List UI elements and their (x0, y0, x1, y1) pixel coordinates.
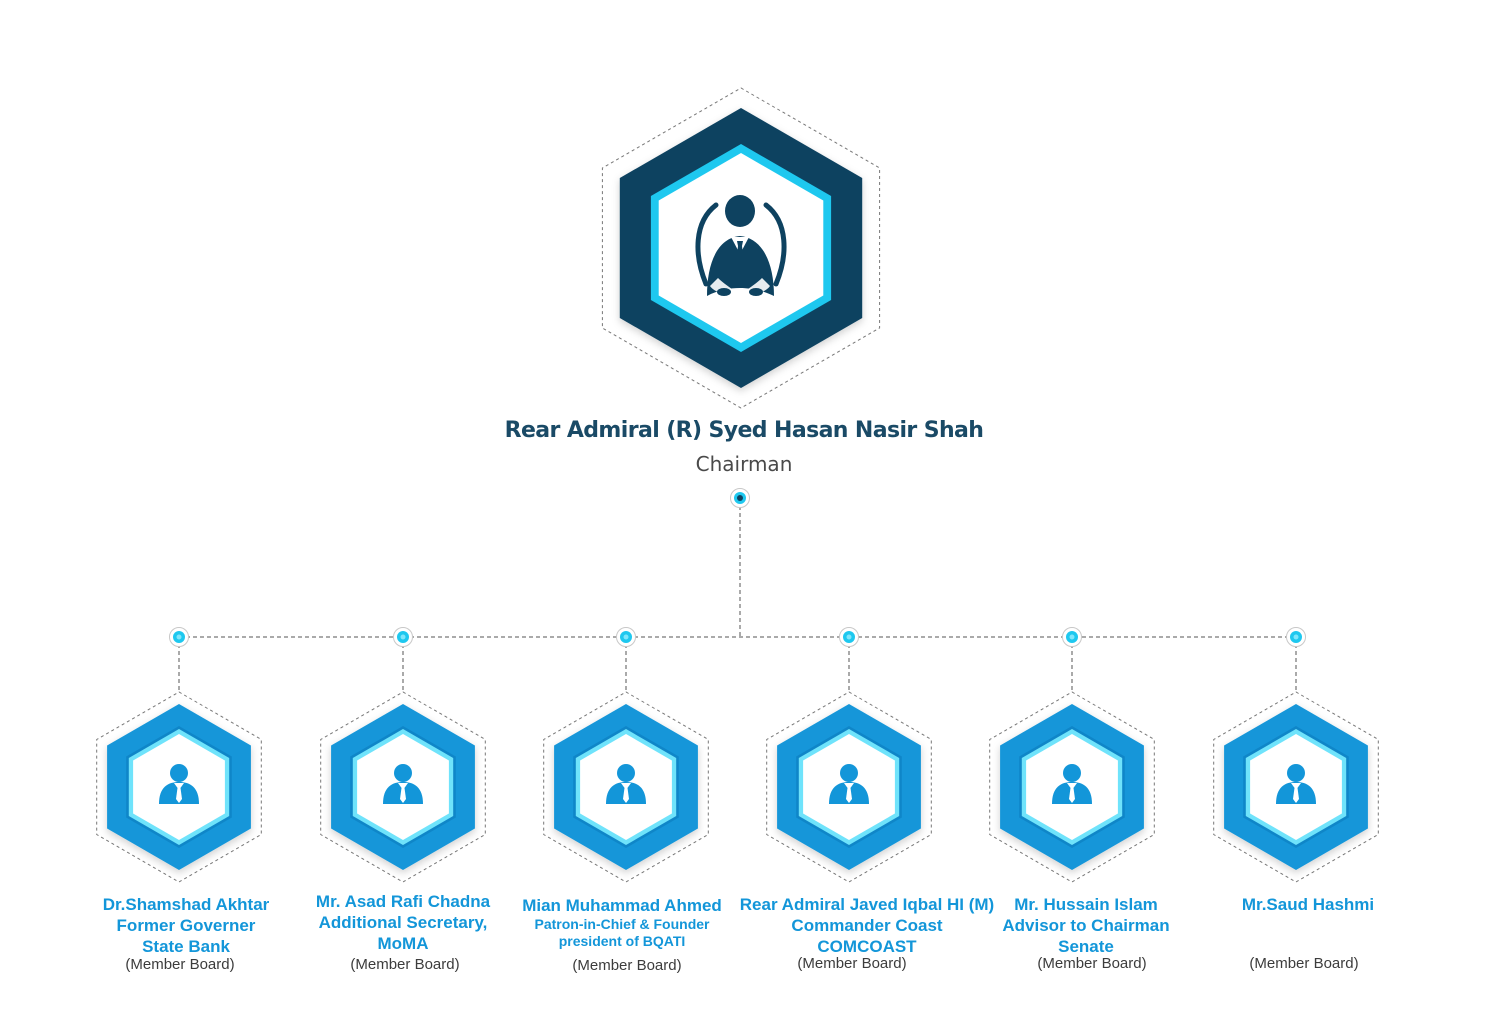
member-badge-3 (543, 691, 709, 883)
chairman-title: Chairman (695, 452, 793, 476)
connector-lines (178, 506, 1297, 692)
chairman-name: Rear Admiral (R) Syed Hasan Nasir Shah (504, 418, 984, 443)
member-node-icon-5 (1062, 627, 1082, 647)
member-name: Dr.Shamshad Akhtar (102, 895, 270, 914)
member-role-label: (Member Board) (1037, 955, 1147, 972)
person-with-tie-icon (606, 764, 646, 804)
member-name: Rear Admiral Javed Iqbal HI (M) (739, 895, 995, 914)
chairman-badge (601, 87, 881, 409)
member-name: Mr. Hussain Islam (1014, 895, 1158, 914)
member-node-icon-6 (1286, 627, 1306, 647)
member-name: Mr. Asad Rafi Chadna (315, 892, 491, 911)
member-name: Mr.Saud Hashmi (1241, 895, 1375, 914)
member-node-icon-2 (393, 627, 413, 647)
member-title-line: Advisor to Chairman (1002, 916, 1170, 935)
member-badge-1 (96, 691, 262, 883)
member-title-line: Additional Secretary, (318, 913, 488, 932)
member-title-line: MoMA (377, 934, 429, 953)
chairman-node-icon (730, 488, 750, 508)
member-node-icon-3 (616, 627, 636, 647)
person-with-tie-icon (1276, 764, 1316, 804)
member-title-line: Patron-in-Chief & Founder (534, 916, 710, 932)
member-title-line: COMCOAST (817, 937, 917, 956)
member-badge-4 (766, 691, 932, 883)
member-name: Mian Muhammad Ahmed (522, 896, 722, 915)
member-title-line: Senate (1058, 937, 1114, 956)
member-role-label: (Member Board) (572, 957, 682, 974)
person-with-tie-icon (1052, 764, 1092, 804)
person-with-tie-icon (829, 764, 869, 804)
member-name-block-6: Mr.Saud Hashmi (1168, 894, 1448, 915)
member-role-label: (Member Board) (1249, 955, 1359, 972)
member-role-label: (Member Board) (125, 956, 235, 973)
member-badge-5 (989, 691, 1155, 883)
member-name-block-4: Rear Admiral Javed Iqbal HI (M) Commander… (727, 894, 1007, 957)
member-node-icon-1 (169, 627, 189, 647)
member-title-line: president of BQATI (558, 933, 686, 949)
person-with-tie-icon (383, 764, 423, 804)
businessman-in-chair-icon (695, 195, 787, 296)
member-badge-6 (1213, 691, 1379, 883)
member-title-line: State Bank (142, 937, 230, 956)
member-role-label: (Member Board) (350, 956, 460, 973)
member-title-line: Former Governer (116, 916, 256, 935)
member-node-icon-4 (839, 627, 859, 647)
member-role-label: (Member Board) (797, 955, 907, 972)
person-with-tie-icon (159, 764, 199, 804)
member-badge-2 (320, 691, 486, 883)
member-title-line: Commander Coast (791, 916, 943, 935)
